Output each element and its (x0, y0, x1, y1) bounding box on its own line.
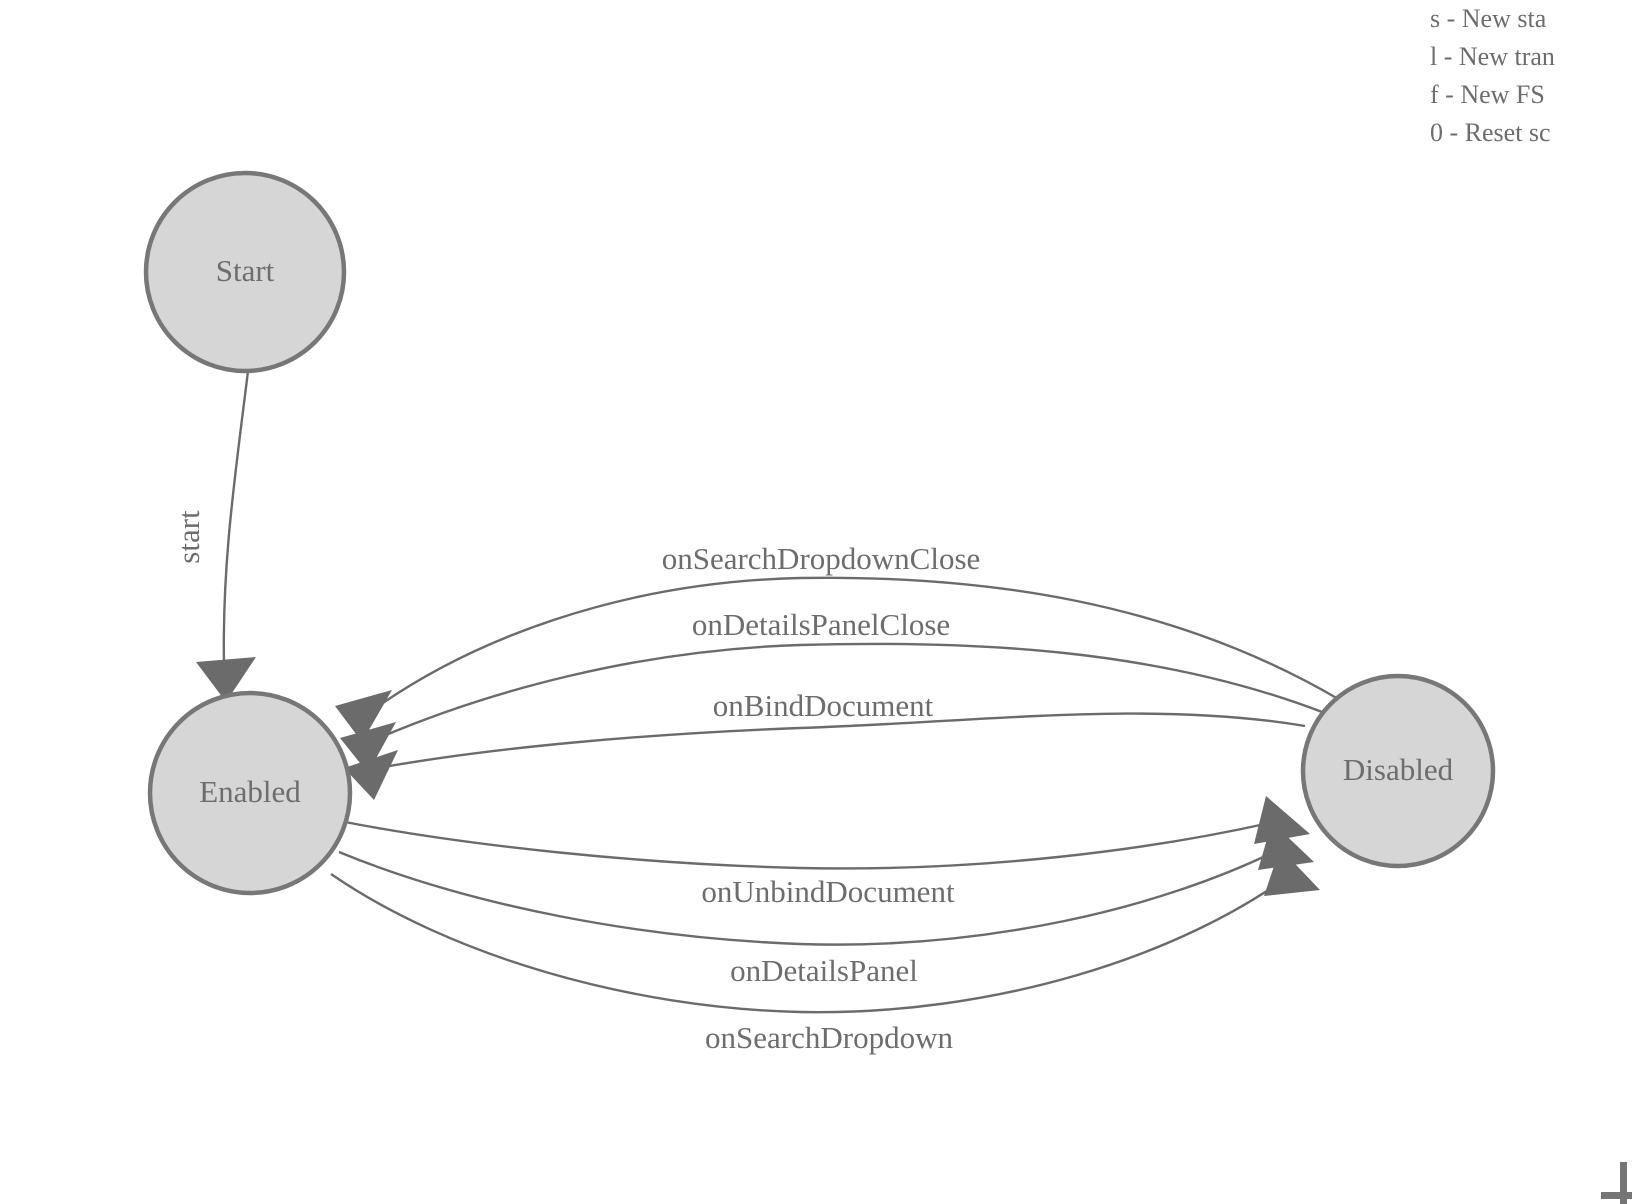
node-enabled[interactable]: Enabled (147, 690, 353, 896)
edge-labels-layer: start onSearchDropdownClose onDetailsPan… (171, 510, 980, 1055)
edge-label-on-details-panel-close: onDetailsPanelClose (692, 607, 950, 642)
arrowhead-on-unbind-document (1254, 796, 1310, 844)
arrowhead-start (196, 657, 256, 702)
edge-on-details-panel[interactable] (338, 844, 1287, 946)
edge-on-search-dropdown[interactable] (330, 869, 1298, 1014)
node-start-circle[interactable] (143, 170, 347, 374)
arrowhead-on-search-dropdown-close (335, 690, 392, 742)
edge-label-on-details-panel: onDetailsPanel (730, 953, 918, 988)
node-enabled-circle[interactable] (147, 690, 353, 896)
arrowhead-on-details-panel-close (340, 722, 396, 773)
node-start-label: Start (216, 253, 275, 288)
edge-on-bind-document[interactable] (377, 712, 1306, 770)
edge-on-search-dropdown-close[interactable] (369, 576, 1341, 713)
node-disabled-label: Disabled (1343, 752, 1454, 787)
arrowhead-on-details-panel (1258, 822, 1314, 870)
edge-label-on-search-dropdown: onSearchDropdown (705, 1020, 953, 1055)
edge-on-details-panel-close[interactable] (373, 642, 1323, 742)
edge-start[interactable] (222, 370, 250, 665)
edges-layer (196, 370, 1341, 1014)
nodes-layer: Start Enabled Disabled (143, 170, 1496, 896)
edge-label-on-unbind-document: onUnbindDocument (701, 874, 955, 909)
edge-label-on-bind-document: onBindDocument (713, 688, 934, 723)
edge-on-unbind-document[interactable] (344, 820, 1275, 870)
arrowhead-on-search-dropdown (1264, 848, 1320, 896)
node-start[interactable]: Start (143, 170, 347, 374)
vertical-scrollbar-thumb[interactable] (1620, 1162, 1627, 1204)
node-disabled-circle[interactable] (1300, 673, 1496, 869)
node-disabled[interactable]: Disabled (1300, 673, 1496, 869)
edge-label-start: start (171, 510, 206, 564)
horizontal-scrollbar-thumb[interactable] (1601, 1192, 1632, 1199)
node-enabled-label: Enabled (199, 774, 301, 809)
edge-label-on-search-dropdown-close: onSearchDropdownClose (662, 541, 981, 576)
arrowhead-on-bind-document (344, 750, 398, 800)
